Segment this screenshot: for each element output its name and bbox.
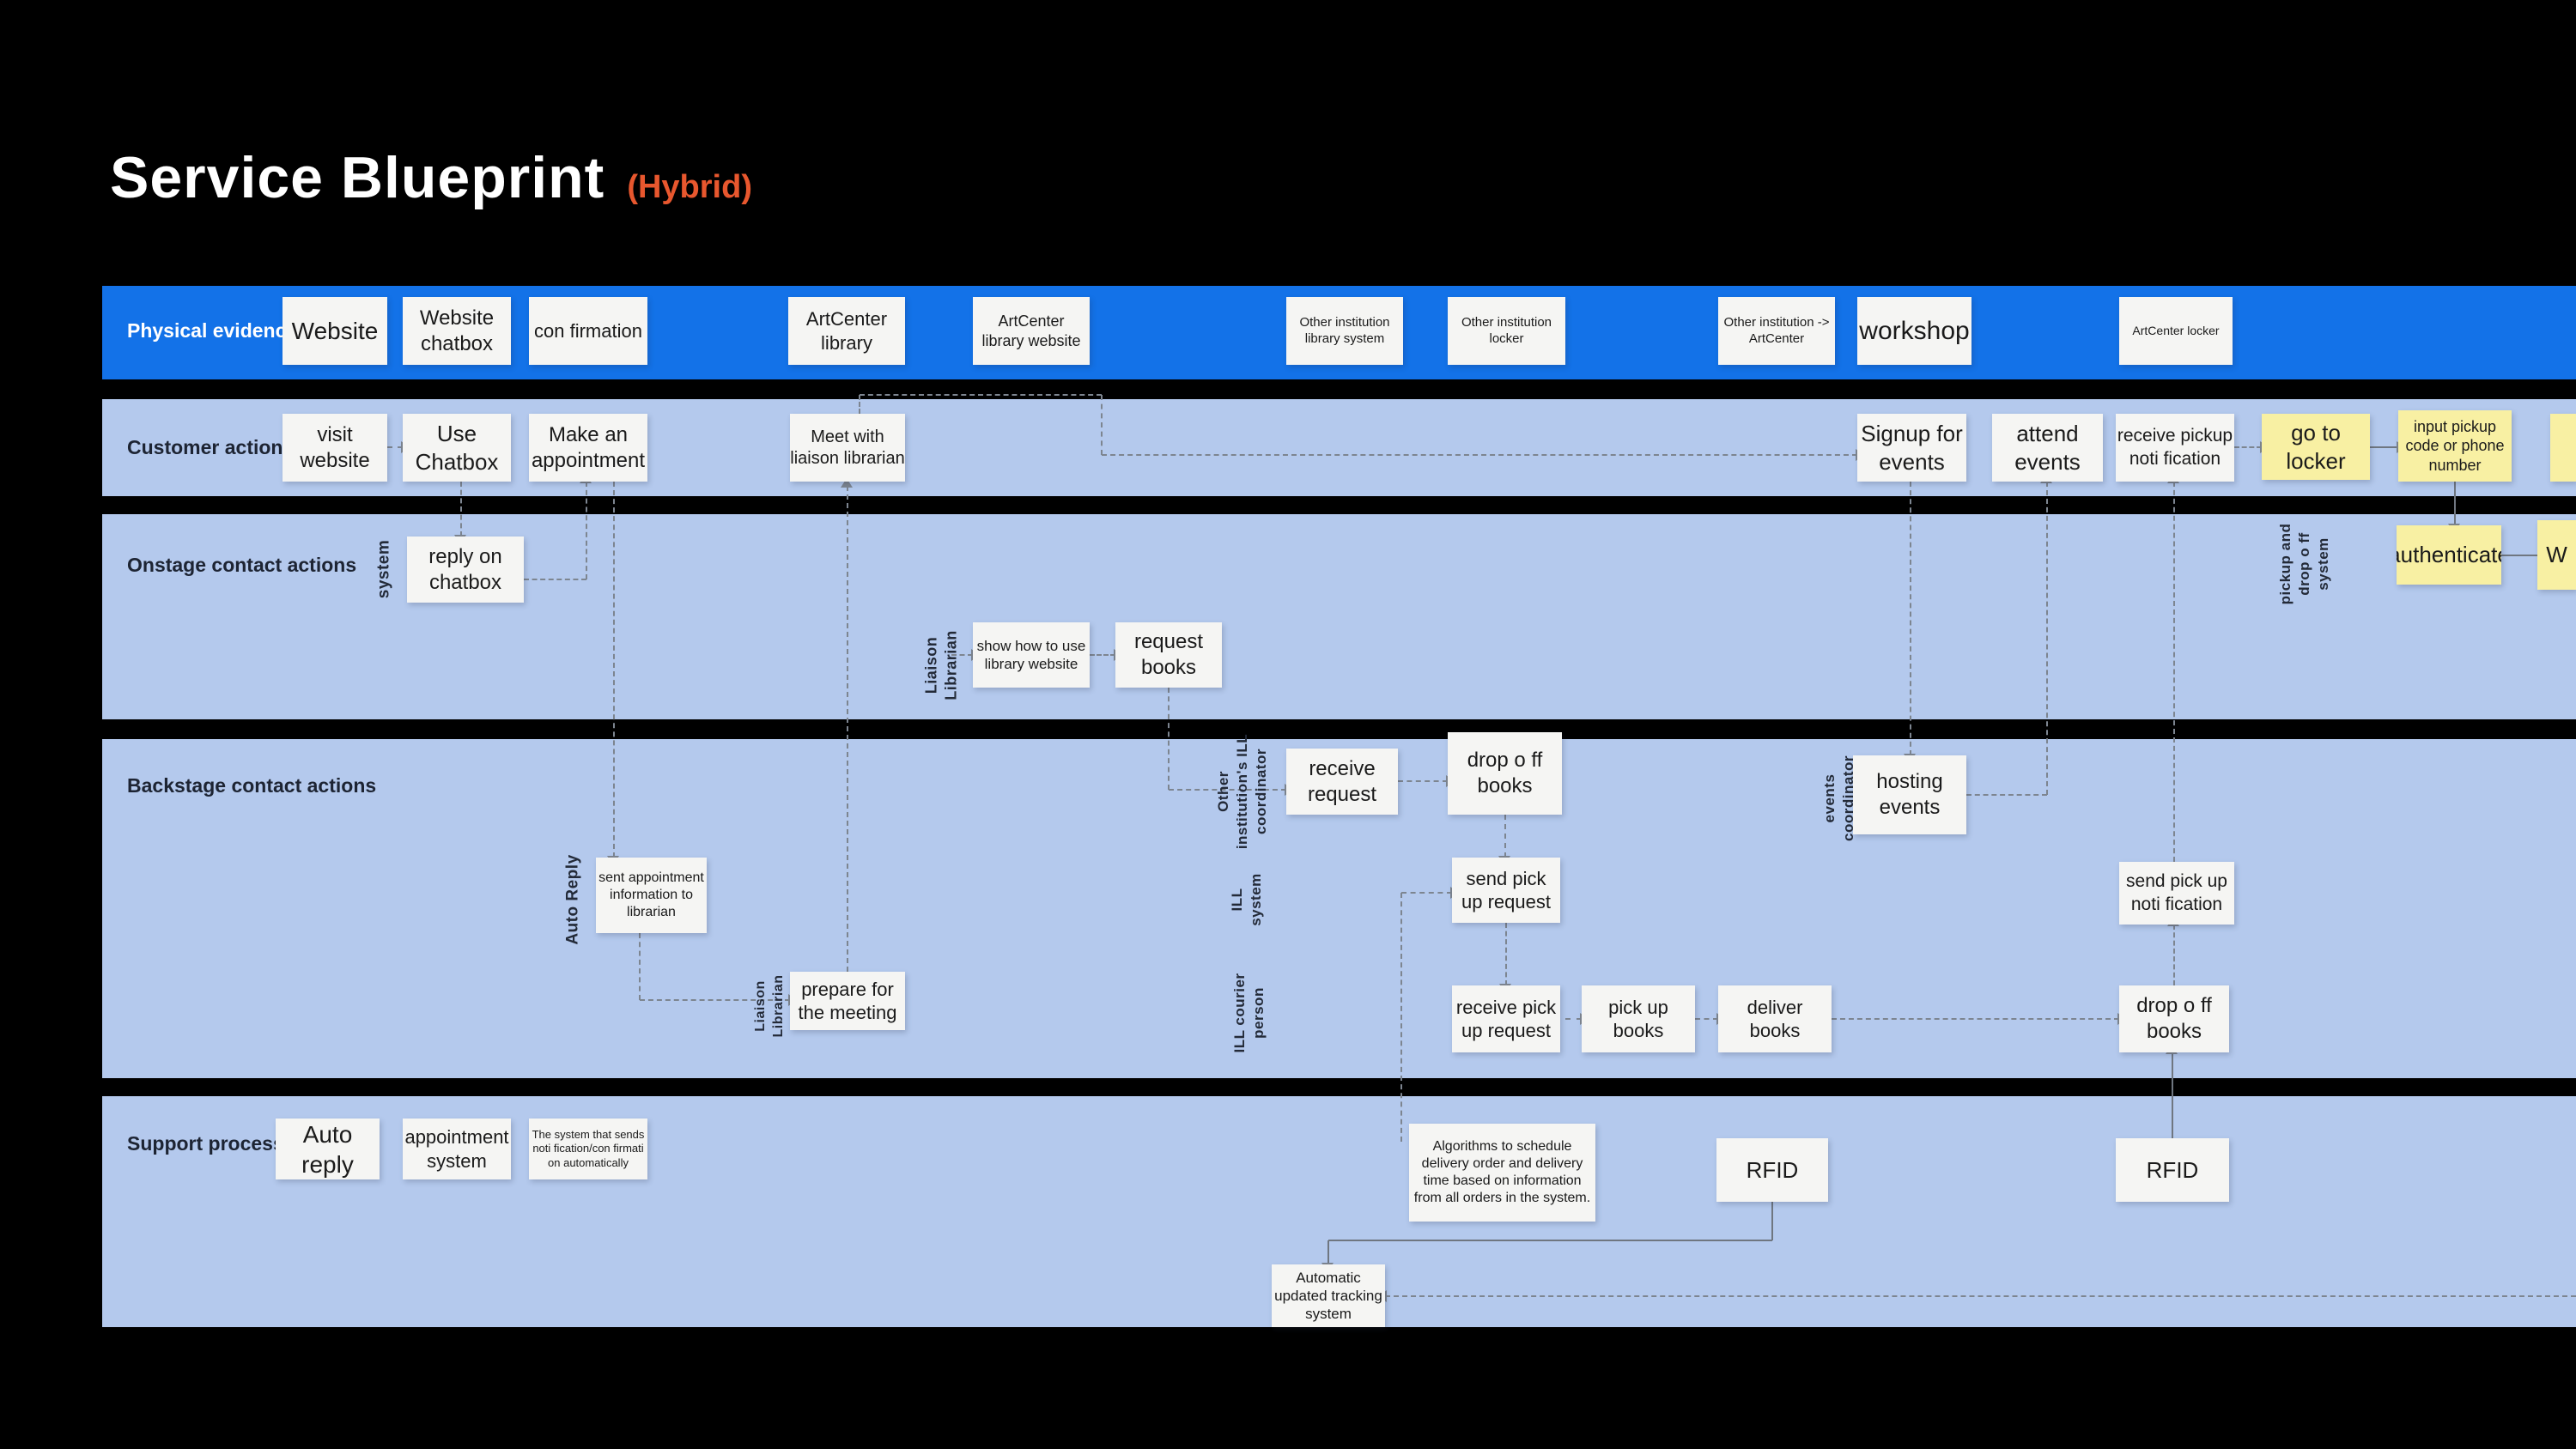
connector-line: [1090, 654, 1115, 656]
note-other-institution-locker: Other institution locker: [1448, 297, 1565, 365]
note-request-books: request books: [1115, 622, 1222, 688]
note-workshop: workshop: [1857, 297, 1971, 365]
connector-line: [1505, 923, 1507, 985]
note-notification-system: The system that sends noti fication/con …: [529, 1119, 647, 1179]
note-auto-reply: Auto reply: [276, 1119, 380, 1179]
connector-line: [639, 933, 641, 1000]
note-artcenter-library-website: ArtCenter library website: [973, 297, 1090, 365]
note-use-chatbox: Use Chatbox: [403, 414, 511, 482]
connector-line: [2454, 482, 2456, 525]
note-appointment-system: appointment system: [403, 1119, 511, 1179]
note-website: Website: [283, 297, 387, 365]
note-attend-events: attend events: [1992, 414, 2103, 482]
actor-other-institution-ill-coordinator: Other institution's ILL coordinator: [1214, 733, 1270, 850]
note-other-institution-to-artcenter: Other institution -> ArtCenter: [1718, 297, 1835, 365]
actor-ill-system: ILL system: [1228, 873, 1264, 926]
connector-line: [613, 482, 615, 858]
label-backstage-contact-actions: Backstage contact actions: [127, 774, 377, 797]
connector-line: [2172, 1052, 2173, 1138]
note-artcenter-locker: ArtCenter locker: [2119, 297, 2233, 365]
connector-line: [847, 486, 848, 972]
note-authenticate: authenticate: [2397, 525, 2501, 585]
note-go-to-locker: go to locker: [2262, 414, 2370, 480]
note-drop-off-books-top: drop o ff books: [1448, 732, 1562, 815]
note-show-how-to-use: show how to use library website: [973, 622, 1090, 688]
note-pick-up-books: pick up books: [1582, 985, 1695, 1052]
actor-liaison-librarian-1: Liaison Librarian: [922, 630, 960, 700]
connector-line: [1771, 1202, 1773, 1240]
note-send-pickup-request: send pick up request: [1452, 858, 1560, 923]
note-sent-appointment-info: sent appointment information to libraria…: [596, 858, 707, 933]
actor-pickup-dropoff-system: pickup and drop o ff system: [2276, 523, 2332, 605]
note-meet-liaison-librarian: Meet with liaison librarian: [790, 414, 905, 482]
connector-line: [1327, 1240, 1329, 1264]
connector-line: [2046, 482, 2048, 795]
connector-line: [1101, 395, 1103, 455]
connector-line: [1328, 1240, 1772, 1241]
actor-events-coordinator: events coordinator: [1820, 755, 1856, 841]
note-confirmation: con firmation: [529, 297, 647, 365]
label-onstage-contact-actions: Onstage contact actions: [127, 554, 357, 576]
connector-line: [1102, 454, 1857, 456]
connector-line: [860, 394, 1102, 396]
note-receive-pickup-notification: receive pickup noti fication: [2116, 414, 2234, 482]
note-make-appointment: Make an appointment: [529, 414, 647, 482]
connector-line: [1504, 815, 1506, 858]
label-physical-evidence: Physical evidence: [127, 319, 298, 342]
connector-line: [524, 579, 586, 580]
note-wait-cut: W: [2537, 520, 2576, 590]
title-tag: (Hybrid): [627, 169, 752, 205]
note-signup-for-events: Signup for events: [1857, 414, 1966, 482]
connector-line: [2234, 446, 2262, 448]
connector-line: [1832, 1018, 2119, 1020]
connector-line: [586, 482, 587, 579]
actor-liaison-librarian-2: Liaison Librarian: [753, 974, 786, 1038]
note-hosting-events: hosting events: [1853, 755, 1966, 834]
note-visit-website: visit website: [283, 414, 387, 482]
connector-line: [2173, 482, 2175, 862]
note-rfid-2: RFID: [2116, 1138, 2229, 1202]
note-tracking-system: Automatic updated tracking system: [1272, 1264, 1385, 1327]
connector-line: [1565, 1018, 1582, 1020]
connector-line: [859, 395, 860, 414]
title-text: Service Blueprint: [110, 145, 605, 210]
label-customer-actions: Customer actions: [127, 436, 295, 458]
note-send-pickup-notification: send pick up noti fication: [2119, 862, 2234, 925]
connector-line: [1401, 892, 1452, 894]
note-rfid-1: RFID: [1716, 1138, 1828, 1202]
note-input-pickup-code: input pickup code or phone number: [2398, 410, 2512, 482]
note-prepare-for-meeting: prepare for the meeting: [790, 972, 905, 1030]
note-receive-pickup-request: receive pick up request: [1452, 985, 1560, 1052]
note-drop-off-books-right: drop o ff books: [2119, 985, 2229, 1052]
connector-line: [2173, 925, 2175, 985]
connector-line: [1400, 893, 1402, 1142]
note-artcenter-library: ArtCenter library: [788, 297, 905, 365]
note-other-institution-library-system: Other institution library system: [1286, 297, 1403, 365]
actor-ill-courier-person: ILL courier person: [1230, 973, 1267, 1053]
connector-line: [460, 482, 462, 537]
connector-line: [387, 446, 403, 448]
connector-line: [1966, 794, 2047, 796]
actor-system: system: [374, 539, 393, 599]
connector-line: [951, 654, 973, 656]
connector-line: [1398, 780, 1448, 782]
page-title: Service Blueprint (Hybrid): [110, 144, 752, 211]
connector-line: [2370, 446, 2398, 448]
connector-line: [1910, 482, 1911, 755]
note-customer-cut: [2550, 414, 2576, 482]
note-deliver-books: deliver books: [1718, 985, 1832, 1052]
actor-auto-reply: Auto Reply: [563, 854, 582, 945]
note-reply-on-chatbox: reply on chatbox: [407, 537, 524, 603]
note-receive-request: receive request: [1286, 749, 1398, 815]
note-algorithms: Algorithms to schedule delivery order an…: [1409, 1124, 1595, 1222]
note-website-chatbox: Website chatbox: [403, 297, 511, 365]
connector-line: [1168, 688, 1170, 790]
connector-line: [1695, 1018, 1718, 1020]
connector-arrowhead: [841, 478, 853, 488]
connector-line: [640, 999, 790, 1001]
connector-line: [1385, 1295, 2576, 1297]
connector-line: [2501, 555, 2542, 556]
connector-line: [1169, 789, 1286, 791]
